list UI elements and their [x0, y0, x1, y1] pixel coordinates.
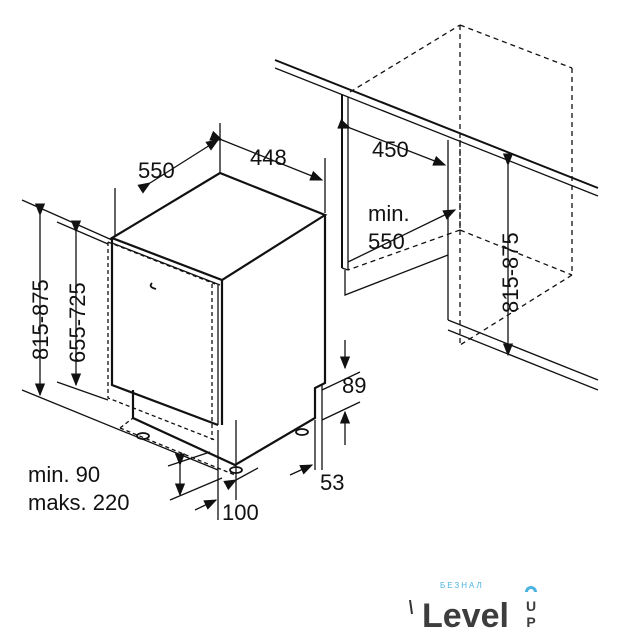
height-door-label: 655-725	[65, 282, 90, 363]
plinth-depth-label: 53	[320, 470, 344, 495]
door-handle-icon	[149, 282, 157, 290]
depth-label: 550	[138, 158, 175, 183]
logo-level-text: Level	[422, 597, 509, 635]
width-label: 448	[250, 145, 287, 170]
height-total-label: 815-875	[28, 279, 53, 360]
niche-depth-label-2: 550	[368, 229, 405, 254]
kick-max-label: maks. 220	[28, 490, 130, 515]
plinth-front-label: 100	[222, 500, 259, 525]
logo-up-text: UP	[523, 598, 539, 630]
niche-height-label: 815-875	[498, 232, 523, 313]
niche-width-label: 450	[372, 137, 409, 162]
watermark-logo: БЕЗНАЛ Level UP	[409, 581, 539, 635]
kick-min-label: min. 90	[28, 462, 100, 487]
logo-small-text: БЕЗНАЛ	[440, 581, 484, 590]
plinth-height-label: 89	[342, 373, 366, 398]
feet	[136, 428, 309, 474]
niche-cabinet	[274, 24, 599, 391]
niche-depth-label-1: min.	[368, 201, 410, 226]
